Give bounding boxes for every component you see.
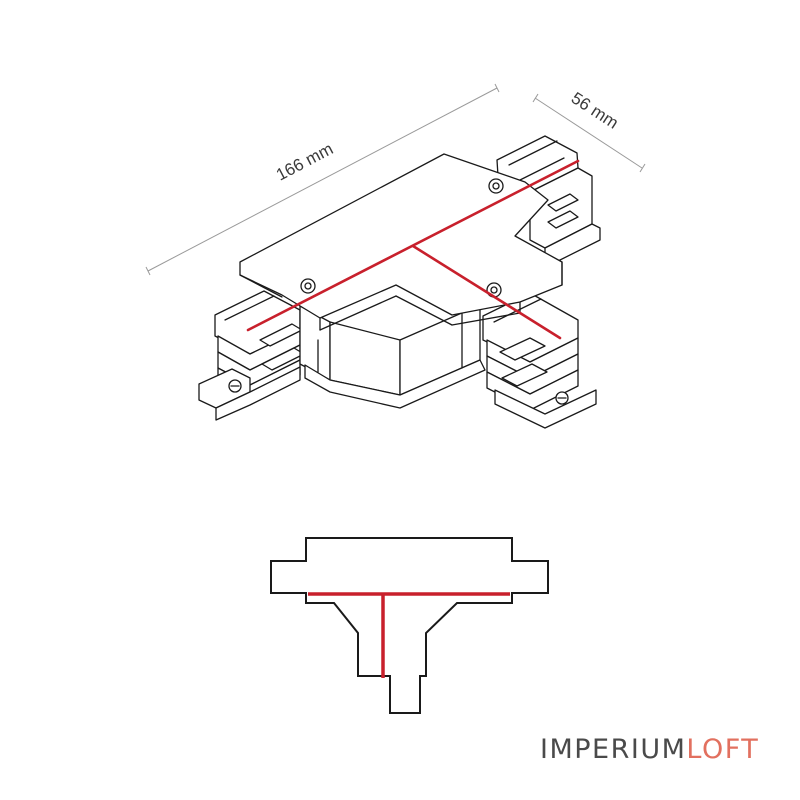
profile-conductors (308, 592, 510, 678)
rail-right-front (482, 292, 597, 429)
t-connector-profile-drawing (270, 537, 549, 714)
brand-logo-part-b: LOFT (686, 734, 760, 765)
brand-logo: IMPERIUMLOFT (540, 734, 759, 765)
brand-logo-part-a: IMPERIUM (540, 734, 687, 765)
t-connector-isometric-drawing (198, 135, 601, 429)
profile-outline (270, 537, 549, 714)
rail-right-back (496, 135, 601, 265)
stem-body (299, 304, 486, 409)
conductor-lines (246, 159, 580, 340)
rail-left-front (198, 290, 305, 421)
width-dimension-label: 56 mm (568, 88, 622, 132)
